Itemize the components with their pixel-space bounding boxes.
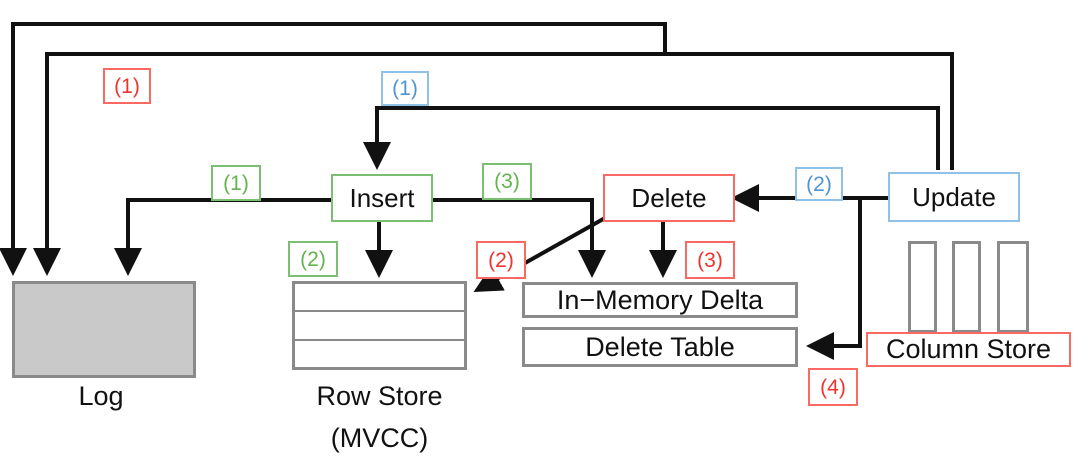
row-store-row — [295, 312, 464, 341]
wire-update-to-insert — [363, 106, 940, 170]
row-store-row — [295, 284, 464, 313]
tag-insert-rowstore-2: (2) — [288, 241, 338, 277]
tag-update-delete-2: (2) — [795, 167, 843, 201]
wire-colstore-to-deletetable — [806, 200, 862, 360]
store-log-label: Log — [78, 381, 124, 411]
store-row-store-label-line1: Row Store — [316, 381, 443, 411]
node-delete-label: Delete — [631, 183, 707, 213]
tag-delete-delta-3: (3) — [685, 241, 735, 279]
node-update[interactable]: Update — [888, 172, 1020, 222]
store-in-memory-delta[interactable]: In−Memory Delta — [522, 282, 798, 318]
wire-delete-to-log — [0, 22, 667, 276]
tag-label: (2) — [806, 172, 832, 196]
wire-insert-to-delta — [433, 198, 606, 278]
wire-update-to-log — [33, 52, 954, 276]
node-update-label: Update — [912, 182, 996, 212]
store-log[interactable] — [12, 281, 196, 378]
store-column-store[interactable]: Column Store — [866, 332, 1071, 367]
node-insert-label: Insert — [349, 183, 415, 213]
node-insert[interactable]: Insert — [331, 174, 433, 222]
tag-label: (1) — [223, 171, 249, 195]
store-column-store-label: Column Store — [885, 334, 1052, 364]
row-store-row — [295, 341, 464, 367]
tag-update-insert-1: (1) — [381, 71, 429, 106]
tag-label: (1) — [114, 74, 140, 98]
store-in-memory-delta-label: In−Memory Delta — [556, 284, 764, 315]
store-delete-table[interactable]: Delete Table — [522, 327, 798, 367]
wire-insert-to-log — [114, 198, 331, 276]
tag-insert-delta-3: (3) — [482, 163, 532, 200]
node-delete[interactable]: Delete — [603, 174, 735, 222]
tag-insert-log-1: (1) — [211, 165, 261, 201]
store-delete-table-label: Delete Table — [585, 331, 735, 362]
tag-label: (2) — [300, 247, 326, 271]
tag-label: (4) — [820, 375, 846, 399]
tag-label: (3) — [494, 170, 520, 193]
tag-delete-rowstore-2: (2) — [476, 241, 526, 279]
tag-label: (3) — [697, 248, 723, 272]
column-store-bar — [997, 241, 1029, 333]
tag-delete-log-1: (1) — [103, 68, 151, 104]
tag-label: (2) — [488, 248, 514, 272]
column-store-bar — [908, 241, 937, 333]
store-row-store-label-line2: (MVCC) — [330, 423, 429, 453]
column-store-bar — [952, 241, 981, 333]
store-row-store[interactable] — [292, 281, 467, 370]
tag-colstore-deletetable-4: (4) — [808, 368, 858, 406]
tag-label: (1) — [392, 77, 418, 100]
